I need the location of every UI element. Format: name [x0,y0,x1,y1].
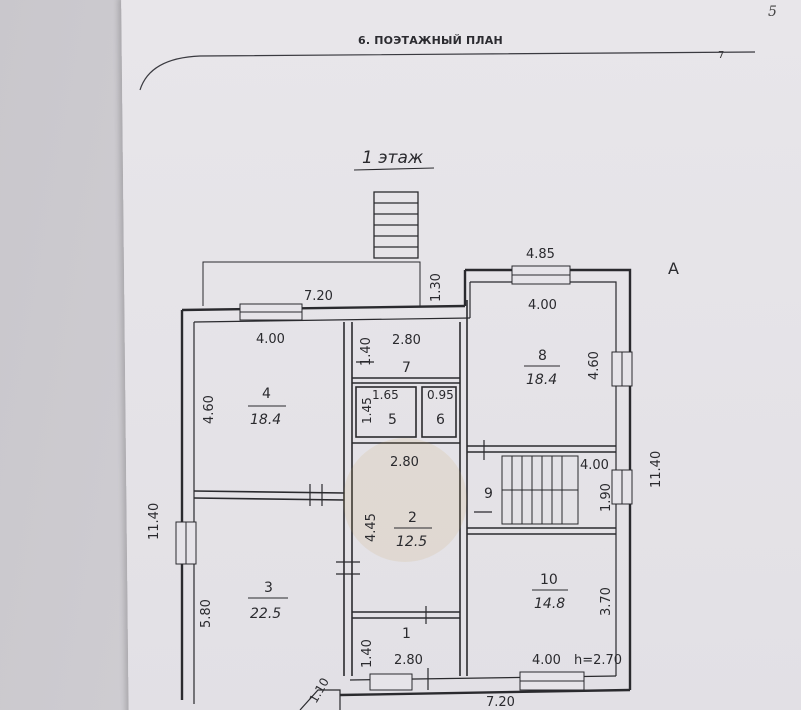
dim-outer-top-left: 7.20 [304,289,333,304]
room-10-number: 10 [540,572,558,588]
room-5-number: 5 [388,412,397,428]
room-3-area: 22.5 [250,606,281,622]
ceiling-height: h=2.70 [574,653,622,668]
dim-r9-height: 1.90 [599,483,614,512]
section-title: 6. ПОЭТАЖНЫЙ ПЛАН [358,34,503,47]
dim-r7-height: 1.40 [359,337,374,366]
dim-outer-top-right: 4.85 [526,247,555,262]
dim-r1-height: 1.40 [360,639,375,668]
dim-outer-bottom: 7.20 [486,695,515,710]
dim-r2-width: 2.80 [390,455,419,470]
dim-outer-left: 11.40 [147,503,162,540]
dim-r8-height: 4.60 [587,351,602,380]
dim-outer-right: 11.40 [649,451,664,488]
dim-r5-width: 1.65 [372,388,399,402]
dim-r9-width: 4.00 [580,458,609,473]
dim-r10-height: 3.70 [599,587,614,616]
entrance-stairs [373,191,419,259]
room-10-area: 14.8 [534,596,565,612]
room-7-number: 7 [402,360,411,376]
room-4-area: 18.4 [250,412,281,428]
dim-r6-width: 0.95 [427,388,454,402]
interior-stairs [501,455,579,525]
dim-r10-width: 4.00 [532,653,561,668]
dim-r7-width: 2.80 [392,333,421,348]
room-9-number: 9 [484,486,493,502]
room-8-area: 18.4 [526,372,557,388]
dim-r3-height: 5.80 [199,599,214,628]
dim-r4-height: 4.60 [202,395,217,424]
inner-partitions [193,300,616,676]
section-letter: А [668,259,679,278]
dim-r5-height: 1.45 [360,397,374,424]
door-markers [309,361,492,690]
seal-watermark [343,438,467,562]
dim-r2-height: 4.45 [364,513,379,542]
room-8-number: 8 [538,348,547,364]
room-3-number: 3 [264,580,273,596]
room-2-area: 12.5 [396,534,427,550]
dim-r8-width: 4.00 [528,298,557,313]
porch-outline [202,261,421,306]
room-6-number: 6 [436,412,445,428]
room-1-number: 1 [402,626,411,642]
floor-label: 1 этаж [362,148,424,168]
handwritten-mark: 5 [768,4,777,20]
room-4-number: 4 [262,386,271,402]
windows [175,265,633,691]
bottom-step [299,689,341,710]
dim-r1-width: 2.80 [394,653,423,668]
floor-label-underline [353,167,435,171]
window-bottom-left [369,673,413,691]
dim-r4-width: 4.00 [256,332,285,347]
room-2-number: 2 [408,510,417,526]
page-number: 7 [718,50,725,61]
dim-porch: 1.30 [429,273,444,302]
page-border [139,51,756,91]
